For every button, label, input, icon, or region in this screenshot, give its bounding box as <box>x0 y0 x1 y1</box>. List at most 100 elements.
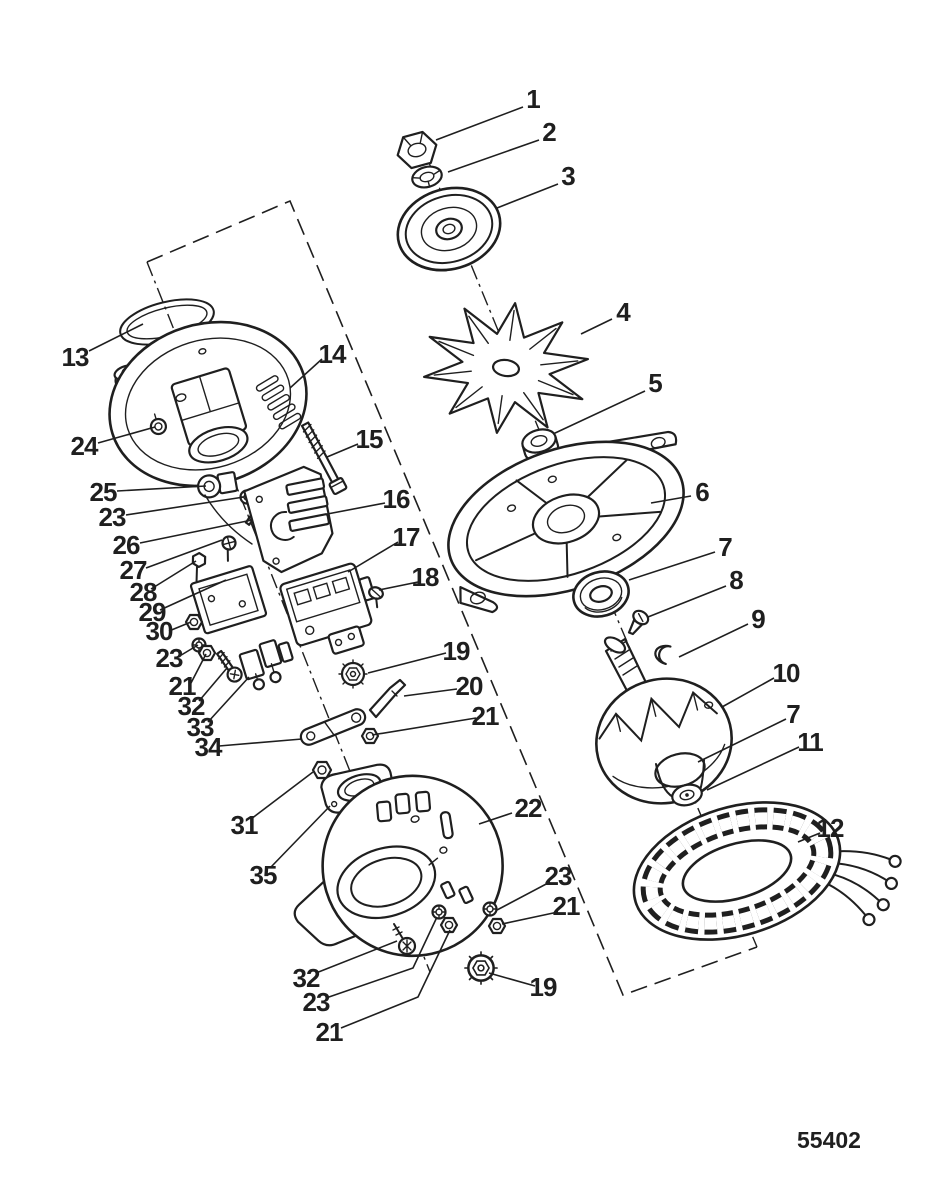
callout-label: 7 <box>786 699 800 729</box>
callout-label: 23 <box>303 987 330 1017</box>
part-21-nut <box>197 644 217 662</box>
callout-leader <box>678 623 749 658</box>
callout-label: 15 <box>356 424 383 454</box>
callout-leader <box>207 676 250 723</box>
callout-label: 29 <box>139 597 166 627</box>
callout-label: 9 <box>751 604 765 634</box>
callout-label: 4 <box>616 297 631 327</box>
callout-leader <box>139 519 253 544</box>
callout-label: 3 <box>561 161 575 191</box>
callout-leader <box>367 652 447 674</box>
part-33-brush-assembly <box>238 639 294 691</box>
callout-leader <box>190 653 207 684</box>
part-6-front-end-frame <box>447 430 685 614</box>
callout-leader <box>347 541 399 573</box>
callout-label: 8 <box>729 565 743 595</box>
callout-label: 21 <box>169 671 196 701</box>
callout-leader <box>340 929 451 1029</box>
part-19-nut <box>463 950 499 986</box>
part-2-lock-washer <box>411 165 443 189</box>
callout-leader <box>159 579 227 611</box>
callout-label: 22 <box>515 793 542 823</box>
callout-leader <box>218 738 303 747</box>
callout-leader <box>501 911 559 925</box>
callout-leader <box>580 318 613 335</box>
callout-label: 24 <box>71 431 99 461</box>
part-34-strap <box>299 708 367 746</box>
callout-leader <box>378 581 419 591</box>
callout-leader <box>150 560 197 590</box>
callout-label: 14 <box>319 339 347 369</box>
callout-leader <box>325 916 438 999</box>
part-3-pulley <box>396 186 502 272</box>
callout-leader <box>270 805 331 868</box>
callout-label: 26 <box>113 530 140 560</box>
callout-leader <box>125 496 245 516</box>
callout-label: 11 <box>797 727 823 757</box>
callout-label: 12 <box>817 813 844 843</box>
callout-label: 28 <box>130 577 157 607</box>
callout-label: 19 <box>443 636 470 666</box>
callout-leader <box>97 426 156 444</box>
part-9-key <box>654 644 672 666</box>
part-32-screw <box>215 649 243 683</box>
callout-label: 33 <box>187 712 214 742</box>
callout-label: 35 <box>250 860 277 890</box>
callout-label: 6 <box>695 477 709 507</box>
callout-leader <box>488 972 536 987</box>
part-27-screw <box>221 535 237 562</box>
callout-leader <box>478 812 513 825</box>
callout-leader <box>168 621 192 632</box>
part-1-nut <box>396 130 438 170</box>
callout-label: 32 <box>178 691 205 721</box>
part-19-nut <box>337 658 369 690</box>
callout-label: 23 <box>99 502 126 532</box>
callout-leader <box>552 390 646 435</box>
part-20-link <box>368 678 407 719</box>
part-12-stator <box>632 801 902 941</box>
callout-label: 21 <box>316 1017 343 1047</box>
callout-label: 13 <box>62 342 89 372</box>
part-21-nut <box>360 727 380 745</box>
part-4-fan <box>422 302 590 434</box>
part-7-front-bearing <box>572 570 630 618</box>
part-10-rotor <box>595 636 733 807</box>
callout-leader <box>628 551 716 581</box>
callout-leader <box>326 443 359 458</box>
callout-leader <box>697 718 787 763</box>
callout-leader <box>650 495 692 504</box>
callout-label: 16 <box>383 484 410 514</box>
part-14-rear-end-frame <box>108 320 308 488</box>
group-boundary-line <box>146 199 758 997</box>
callout-label: 17 <box>393 522 420 552</box>
callout-leader <box>289 358 323 389</box>
callout-label: 23 <box>545 861 572 891</box>
part-30-nut <box>184 613 204 631</box>
part-8-screw <box>627 609 650 636</box>
part-22-end-cover <box>293 774 504 958</box>
callout-label: 5 <box>648 368 662 398</box>
part-32-screw <box>392 923 417 956</box>
callout-label: 30 <box>146 616 173 646</box>
callout-leader <box>647 585 727 618</box>
callout-leader <box>496 183 559 209</box>
callout-leader <box>88 323 144 352</box>
part-29-plate <box>189 565 268 635</box>
callout-label: 1 <box>526 84 540 114</box>
callout-leader <box>116 485 207 492</box>
callout-leader <box>797 832 821 843</box>
callout-label: 27 <box>120 555 147 585</box>
part-31-nut <box>311 760 333 780</box>
callout-label: 2 <box>542 117 556 147</box>
part-25-clip <box>197 471 253 545</box>
callout-label: 21 <box>553 891 580 921</box>
callout-leader <box>706 746 800 791</box>
callout-label: 20 <box>456 671 483 701</box>
callout-label: 10 <box>773 658 800 688</box>
callout-label: 25 <box>90 477 117 507</box>
part-15-through-bolt <box>300 421 348 495</box>
callout-label: 21 <box>472 701 499 731</box>
callout-leader <box>403 688 458 697</box>
